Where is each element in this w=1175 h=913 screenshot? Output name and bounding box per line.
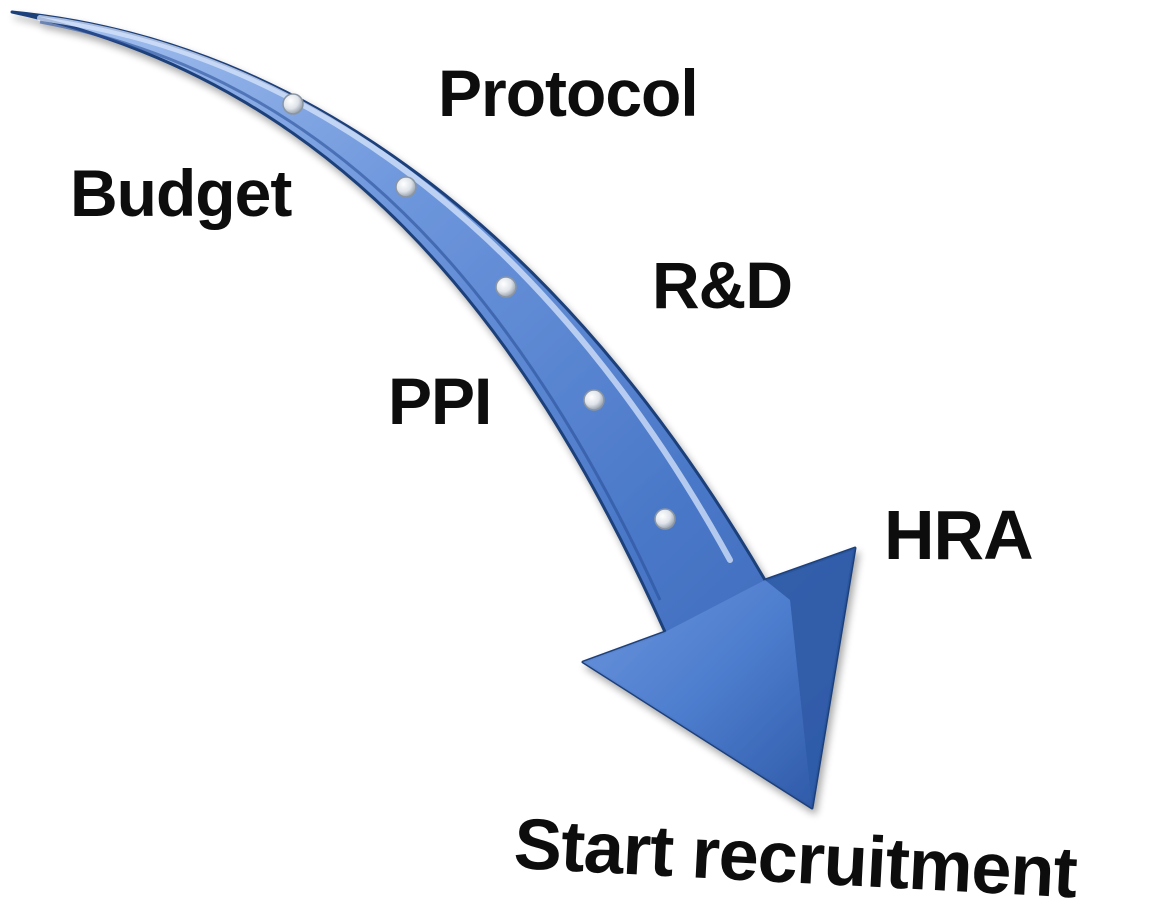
step-bead-1 bbox=[282, 93, 304, 115]
arrow-highlight bbox=[37, 15, 733, 563]
step-label-protocol: Protocol bbox=[438, 56, 699, 130]
step-label-ppi: PPI bbox=[388, 364, 492, 438]
step-label-hra: HRA bbox=[884, 496, 1034, 574]
step-label-budget: Budget bbox=[70, 156, 292, 230]
step-bead-3 bbox=[495, 276, 517, 298]
arrow-head-face bbox=[583, 580, 812, 808]
step-bead-5 bbox=[654, 508, 676, 530]
arrow-inner-edge bbox=[39, 20, 662, 601]
step-bead-4 bbox=[583, 389, 605, 411]
step-label-rd: R&D bbox=[652, 248, 793, 322]
step-bead-2 bbox=[395, 176, 417, 198]
arrow-head-bevel bbox=[765, 548, 855, 808]
